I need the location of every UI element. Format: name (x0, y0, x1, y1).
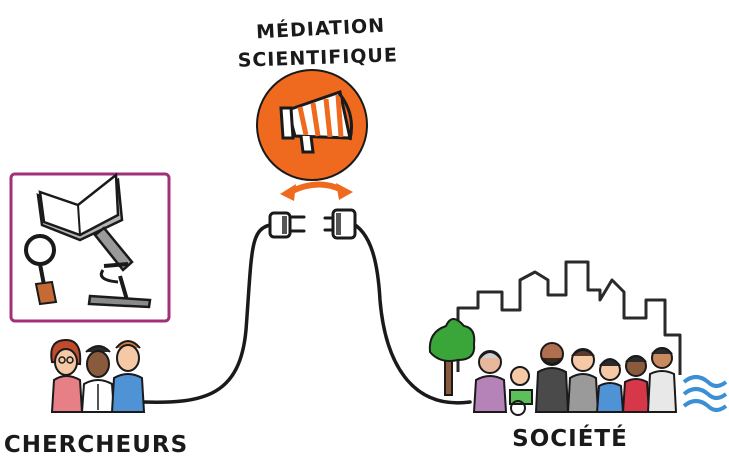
research-tools-frame (9, 172, 171, 323)
researcher-man-1 (80, 345, 116, 413)
researchers-group (50, 338, 146, 413)
person-man-right (646, 347, 678, 413)
person-bearded-man (534, 342, 570, 413)
open-book-icon (36, 172, 124, 242)
person-man (566, 348, 600, 413)
researcher-woman (50, 338, 84, 413)
person-elderly (472, 350, 508, 413)
person-wheelchair (509, 366, 533, 416)
microscope-icon (87, 226, 152, 309)
electric-plug-icon (268, 211, 306, 239)
title: MÉDIATION SCIENTIFIQUE (237, 14, 398, 72)
person-woman (621, 355, 651, 413)
megaphone-icon (256, 69, 368, 181)
waves-icon (682, 375, 728, 412)
society-label: SOCIÉTÉ (512, 424, 628, 452)
society-people-group (472, 342, 678, 416)
person-girl (595, 358, 625, 413)
researchers-label: CHERCHEURS (4, 432, 188, 458)
bidirectional-arrow-icon (280, 181, 353, 201)
title-line-2: SCIENTIFIQUE (237, 44, 398, 72)
cable (141, 220, 472, 405)
magnifying-glass-icon (24, 234, 58, 306)
title-line-1: MÉDIATION (256, 14, 386, 44)
tree-icon (428, 318, 476, 396)
researcher-man-2 (110, 340, 146, 413)
electric-socket-plug-icon (323, 208, 357, 240)
city-skyline (456, 260, 682, 375)
